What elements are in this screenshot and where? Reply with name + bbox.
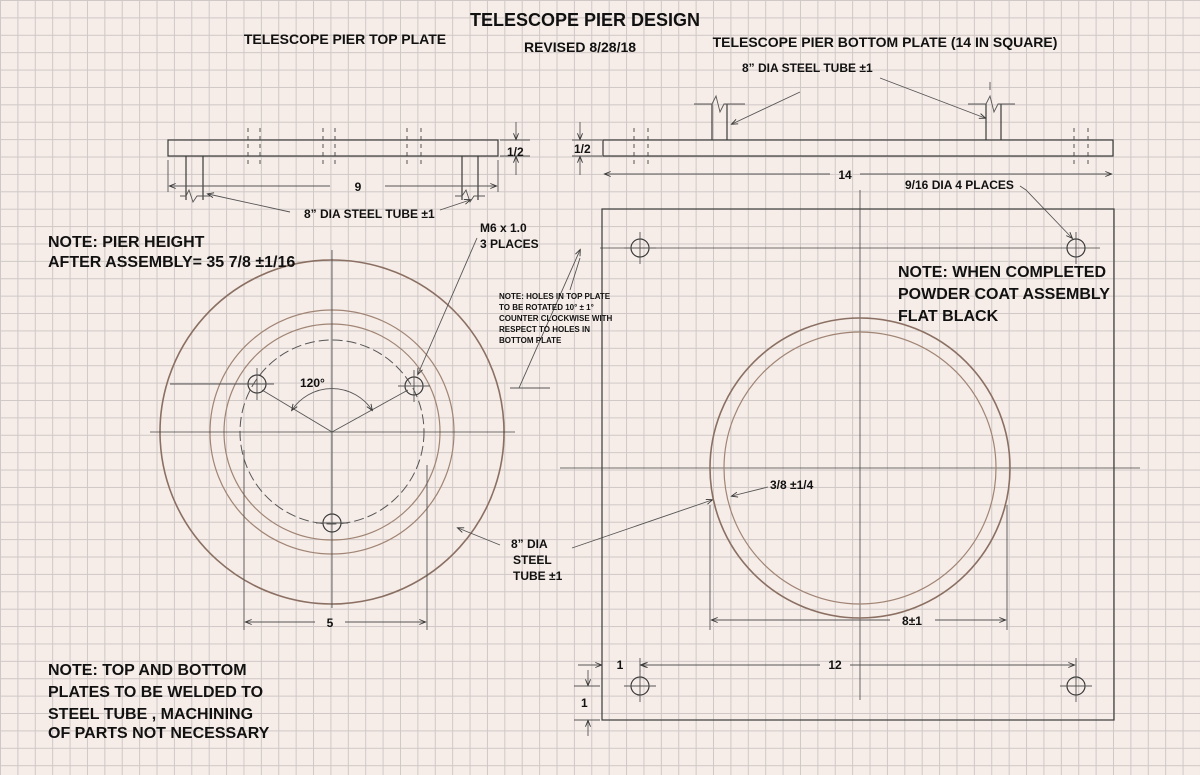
weld-note-line-4: OF PARTS NOT NECESSARY [48, 725, 270, 742]
bottom-plate-tube-label: 8” DIA STEEL TUBE ±1 [742, 61, 873, 75]
top-hole-spacing-dim: 5 [327, 616, 334, 630]
bottom-hole-label: 9/16 DIA 4 PLACES [905, 178, 1014, 192]
top-plate-thickness-dim: 1/2 [507, 145, 524, 159]
top-tube-label-2: STEEL [513, 553, 552, 567]
top-tube-label-1: 8” DIA [511, 537, 548, 551]
m6-hole-label-2: 3 PLACES [480, 237, 539, 251]
hole-angle-label: 120° [300, 376, 325, 390]
pier-height-note-line-1: NOTE: PIER HEIGHT [48, 234, 205, 251]
weld-note-line-2: PLATES TO BE WELDED TO [48, 684, 263, 701]
top-plate-side-view: 9 1/2 8” DIA STEEL TUBE ±1 [167, 122, 530, 221]
powder-coat-note-line-2: POWDER COAT ASSEMBLY [898, 286, 1110, 303]
bottom-plate-side-view: 8” DIA STEEL TUBE ±1 1/2 14 9/16 DIA 4 P… [572, 61, 1114, 238]
bottom-hole-spacing-dim: 12 [828, 658, 842, 672]
weld-note: NOTE: TOP AND BOTTOM PLATES TO BE WELDED… [48, 662, 270, 742]
weld-note-line-3: STEEL TUBE , MACHINING [48, 706, 253, 723]
revision-date: REVISED 8/28/18 [524, 39, 636, 55]
bottom-plate-plan-view: 3/8 ±1/4 8±1 12 1 1 [510, 190, 1140, 736]
rotation-note-line-5: BOTTOM PLATE [499, 336, 562, 345]
edge-offset-x-dim: 1 [617, 658, 624, 672]
rotation-note-line-1: NOTE: HOLES IN TOP PLATE [499, 292, 611, 301]
m6-hole-label-1: M6 x 1.0 [480, 221, 527, 235]
top-plate-plan-view: 120° M6 x 1.0 3 PLACES 5 8” DIA STEEL TU… [150, 221, 712, 630]
rotation-note: NOTE: HOLES IN TOP PLATE TO BE ROTATED 1… [499, 292, 613, 345]
rotation-note-line-2: TO BE ROTATED 10° ± 1° [499, 303, 594, 312]
rotation-note-line-3: COUNTER CLOCKWISE WITH [499, 314, 613, 323]
top-plate-heading: TELESCOPE PIER TOP PLATE [244, 31, 446, 47]
top-plate-tube-label: 8” DIA STEEL TUBE ±1 [304, 207, 435, 221]
top-tube-label-3: TUBE ±1 [513, 569, 563, 583]
top-plate-width-dim: 9 [355, 180, 362, 194]
powder-coat-note-line-1: NOTE: WHEN COMPLETED [898, 264, 1106, 281]
powder-coat-note: NOTE: WHEN COMPLETED POWDER COAT ASSEMBL… [898, 264, 1110, 325]
bottom-plate-heading: TELESCOPE PIER BOTTOM PLATE (14 IN SQUAR… [713, 34, 1058, 50]
tube-offset-label: 3/8 ±1/4 [770, 478, 814, 492]
pier-height-note-line-2: AFTER ASSEMBLY= 35 7/8 ±1/16 [48, 254, 295, 271]
pier-height-note: NOTE: PIER HEIGHT AFTER ASSEMBLY= 35 7/8… [48, 234, 295, 271]
bottom-plate-thickness-dim: 1/2 [574, 142, 591, 156]
bottom-plate-width-dim: 14 [838, 168, 852, 182]
edge-offset-y-dim: 1 [581, 696, 588, 710]
powder-coat-note-line-3: FLAT BLACK [898, 308, 999, 325]
weld-note-line-1: NOTE: TOP AND BOTTOM [48, 662, 247, 679]
tube-span-dim: 8±1 [902, 614, 922, 628]
rotation-note-line-4: RESPECT TO HOLES IN [499, 325, 590, 334]
page-title: TELESCOPE PIER DESIGN [470, 10, 700, 30]
